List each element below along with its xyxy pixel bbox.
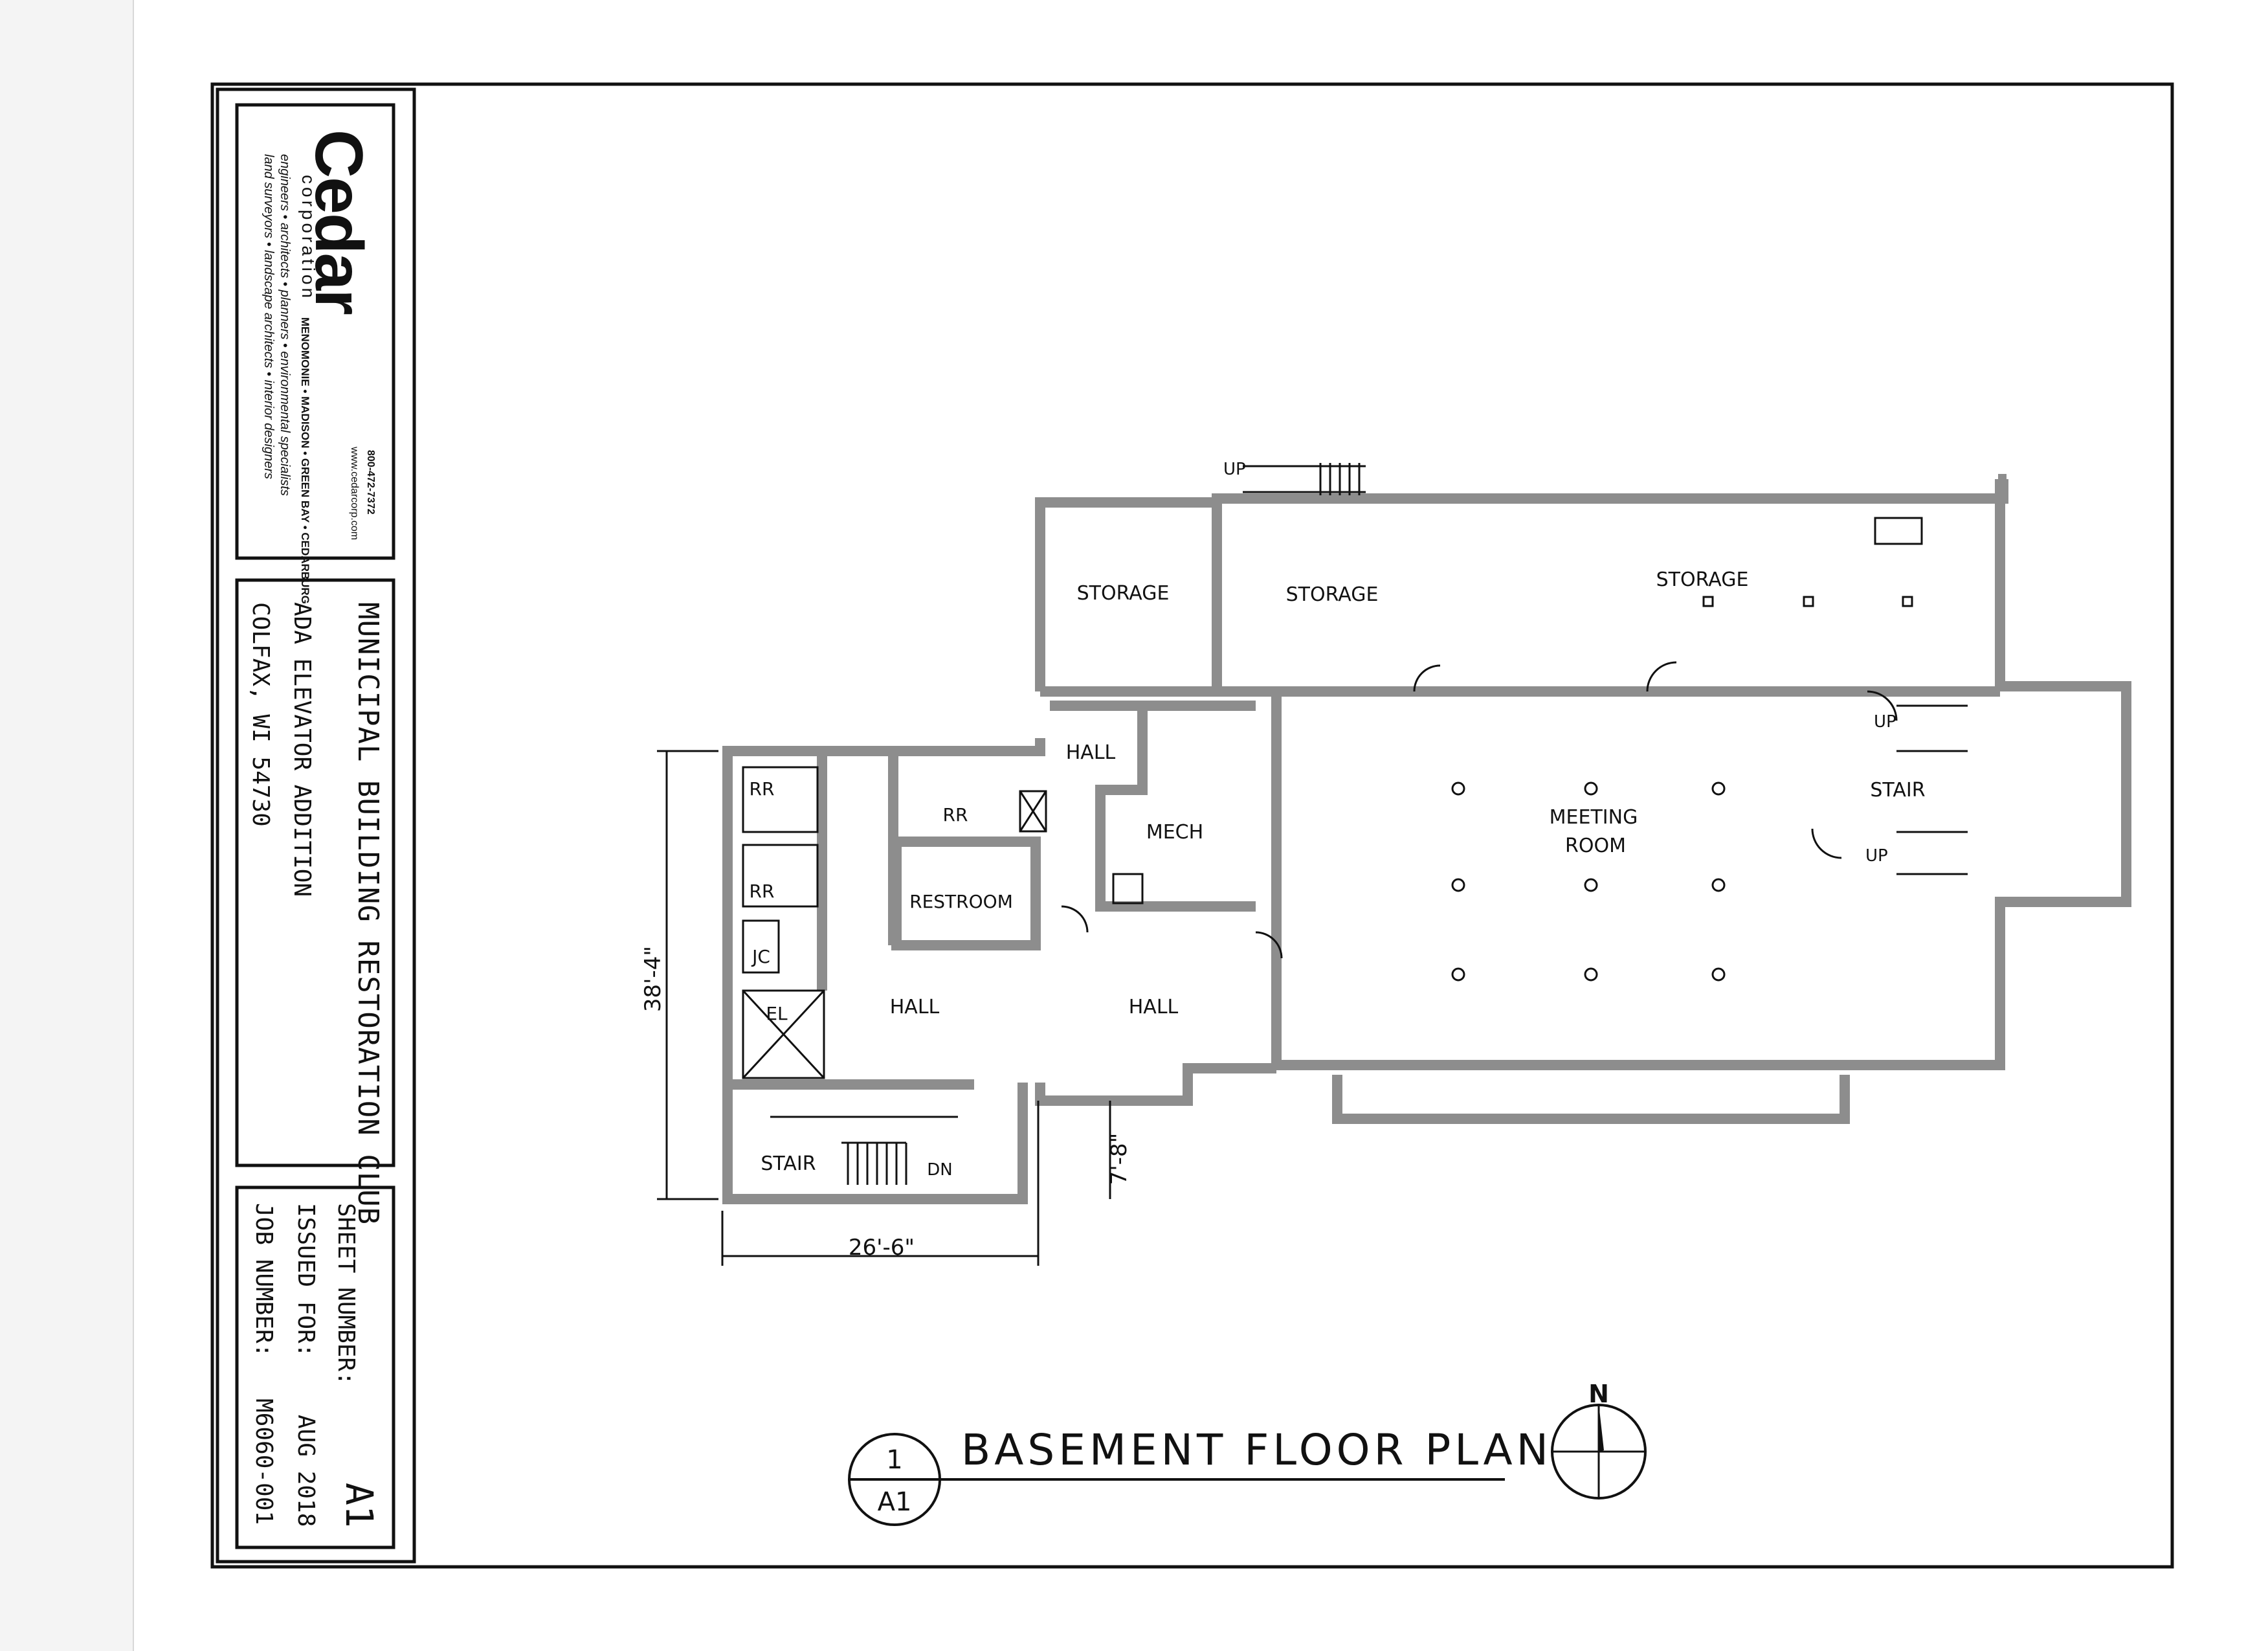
room-stair-south: STAIR	[761, 1152, 816, 1175]
north-arrow-icon: N	[1551, 1380, 1647, 1499]
dimension-lines	[657, 750, 1111, 1266]
stair-treads-east	[1896, 704, 1968, 875]
label-up-east-2: UP	[1865, 846, 1888, 866]
room-stair-east: STAIR	[1870, 779, 1925, 802]
label-dn: DN	[927, 1160, 952, 1180]
room-meeting-line1: MEETING	[1550, 806, 1638, 829]
room-hall-west: HALL	[890, 996, 940, 1018]
room-labels: STORAGE STORAGE STORAGE MEETING ROOM STA…	[750, 460, 1926, 1180]
stair-treads-top	[1243, 463, 1366, 495]
drawing-callout: 1 A1	[848, 1433, 941, 1526]
sheet-info-box	[235, 1185, 395, 1549]
north-label: N	[1588, 1380, 1609, 1408]
dim-height: 38'-4"	[640, 946, 666, 1012]
project-box	[235, 578, 395, 1167]
room-storage-2: STORAGE	[1286, 583, 1379, 606]
dim-width: 26'-6"	[849, 1235, 915, 1261]
room-rr-2: RR	[750, 881, 775, 902]
logo-box	[235, 103, 395, 560]
room-storage-3: STORAGE	[1656, 568, 1749, 591]
room-storage-1: STORAGE	[1077, 582, 1170, 605]
callout-sheet: A1	[878, 1487, 912, 1517]
room-meeting-line2: ROOM	[1565, 835, 1626, 857]
label-up-east-1: UP	[1874, 712, 1896, 732]
label-up-top: UP	[1223, 460, 1246, 479]
room-mech: MECH	[1146, 821, 1203, 844]
room-el: EL	[766, 1003, 788, 1024]
room-restroom: RESTROOM	[909, 891, 1013, 912]
titleblock-frame	[216, 87, 416, 1564]
columns	[1451, 596, 1913, 982]
room-rr-ada: RR	[943, 804, 968, 826]
room-hall-north: HALL	[1066, 741, 1116, 764]
binding-edge	[0, 0, 134, 1651]
sheet-border	[210, 82, 2174, 1569]
interior-linework	[742, 463, 1968, 1185]
stair-treads-south	[770, 1116, 958, 1185]
callout-number: 1	[886, 1445, 902, 1475]
dim-offset: 7'-8"	[1106, 1133, 1132, 1185]
drawing-title: BASEMENT FLOOR PLAN	[961, 1425, 1552, 1475]
room-rr-1: RR	[750, 778, 775, 800]
building-walls	[722, 474, 2131, 1204]
room-jc: JC	[751, 946, 770, 967]
room-hall-mid: HALL	[1129, 996, 1179, 1018]
